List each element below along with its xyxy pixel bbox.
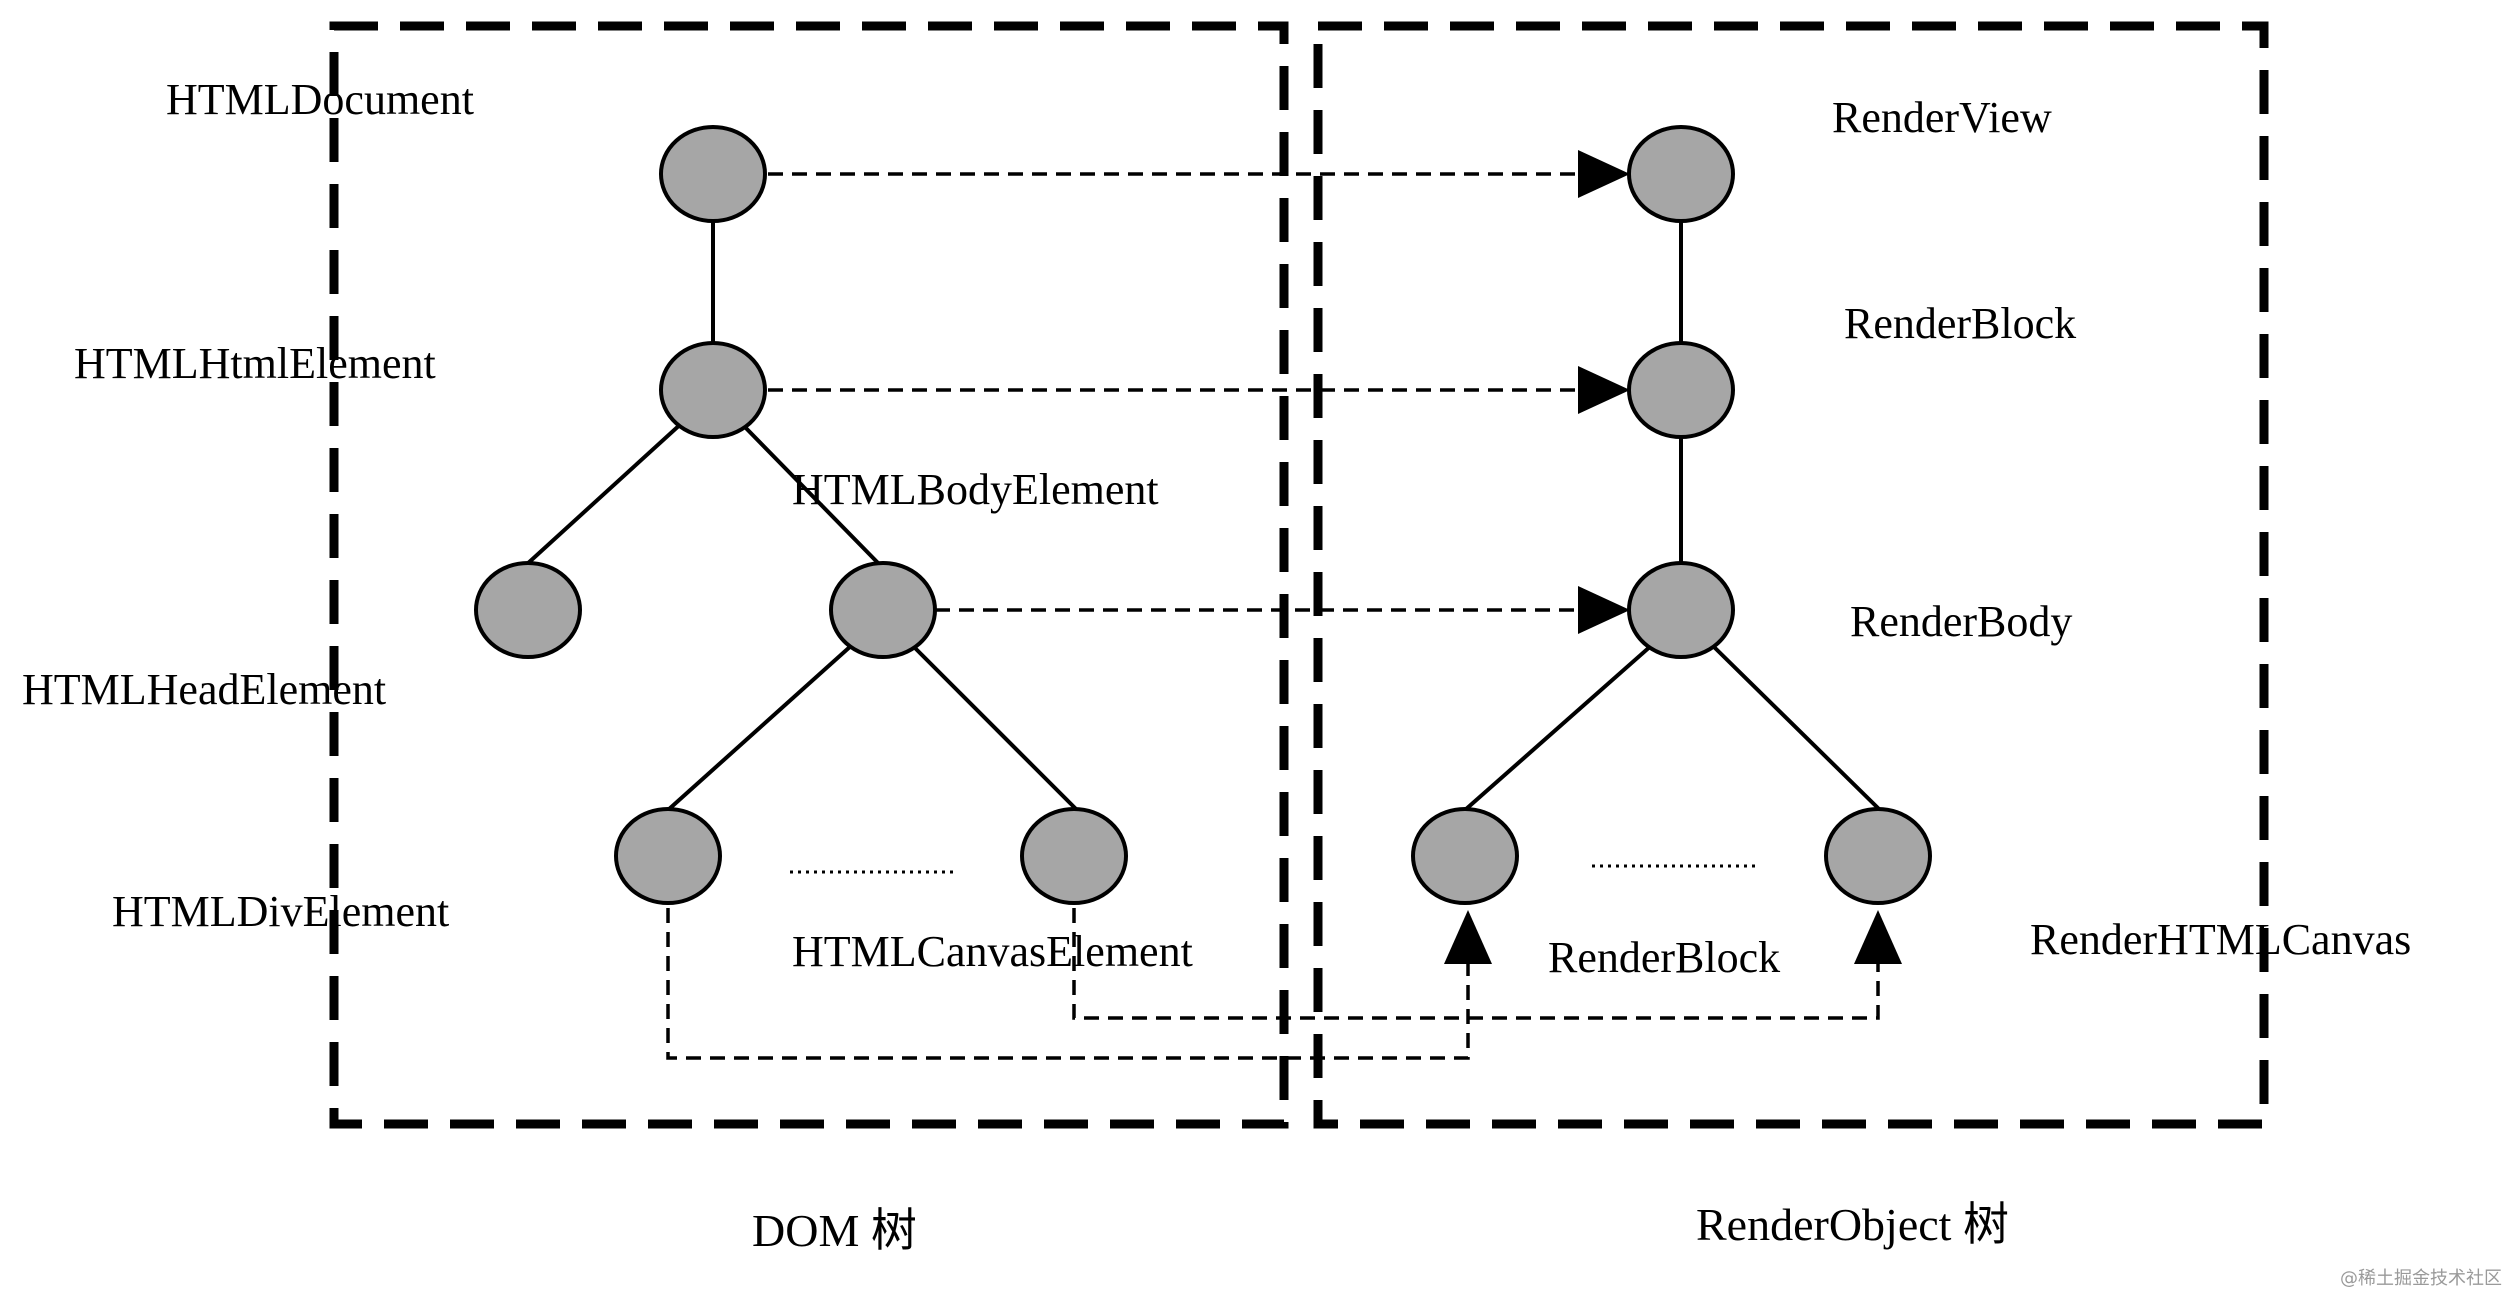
edge-html-body [738,420,882,567]
node-render-block [1627,341,1735,439]
edge-body-canvas [910,643,1079,812]
arrowhead-block-child [1444,910,1492,964]
label-render-html-canvas: RenderHTMLCanvas [2030,915,2411,964]
label-html-head-element: HTMLHeadElement [22,665,386,714]
edge-body-canvas-render [1710,643,1882,812]
node-html-document [659,125,767,223]
edge-body-block-child [1463,643,1654,812]
arrowhead-view [1578,150,1630,198]
label-render-view: RenderView [1832,93,2052,142]
mapping-arrows [666,150,1902,1060]
arrowhead-block [1578,366,1630,414]
caption-dom-tree: DOM 树 [752,1205,917,1256]
node-head-element [474,561,582,659]
node-canvas-element [1020,807,1128,905]
label-render-block: RenderBlock [1844,299,2076,348]
dom-tree-box [329,21,1289,1129]
render-tree-box [1313,21,2269,1129]
arrowhead-render-canvas [1854,910,1902,964]
watermark: @稀土掘金技术社区 [2340,1268,2502,1289]
edge-body-div [666,643,854,812]
node-render-body [1627,561,1735,659]
node-div-element [614,807,722,905]
label-html-html-element: HTMLHtmlElement [74,339,436,388]
node-html-element [659,341,767,439]
caption-render-object-tree: RenderObject 树 [1696,1199,2009,1250]
map-div-block-child [666,908,1470,1060]
node-render-view [1627,125,1735,223]
label-html-document: HTMLDocument [166,75,474,124]
edge-html-head [524,420,685,567]
label-html-canvas-element: HTMLCanvasElement [792,927,1193,976]
arrowhead-renderbody [1578,586,1630,634]
render-tree-nodes [1411,125,1932,905]
node-render-block-child [1411,807,1519,905]
label-html-div-element: HTMLDivElement [112,887,449,936]
node-render-html-canvas [1824,807,1932,905]
label-html-body-element: HTMLBodyElement [792,465,1159,514]
dom-tree-nodes [474,125,1128,905]
label-render-block-child: RenderBlock [1548,933,1780,982]
label-render-body: RenderBody [1850,597,2072,646]
map-canvas-render-canvas [1072,908,1880,1020]
dom-tree-edges [524,222,1079,812]
node-body-element [829,561,937,659]
render-tree-edges [1463,222,1882,812]
